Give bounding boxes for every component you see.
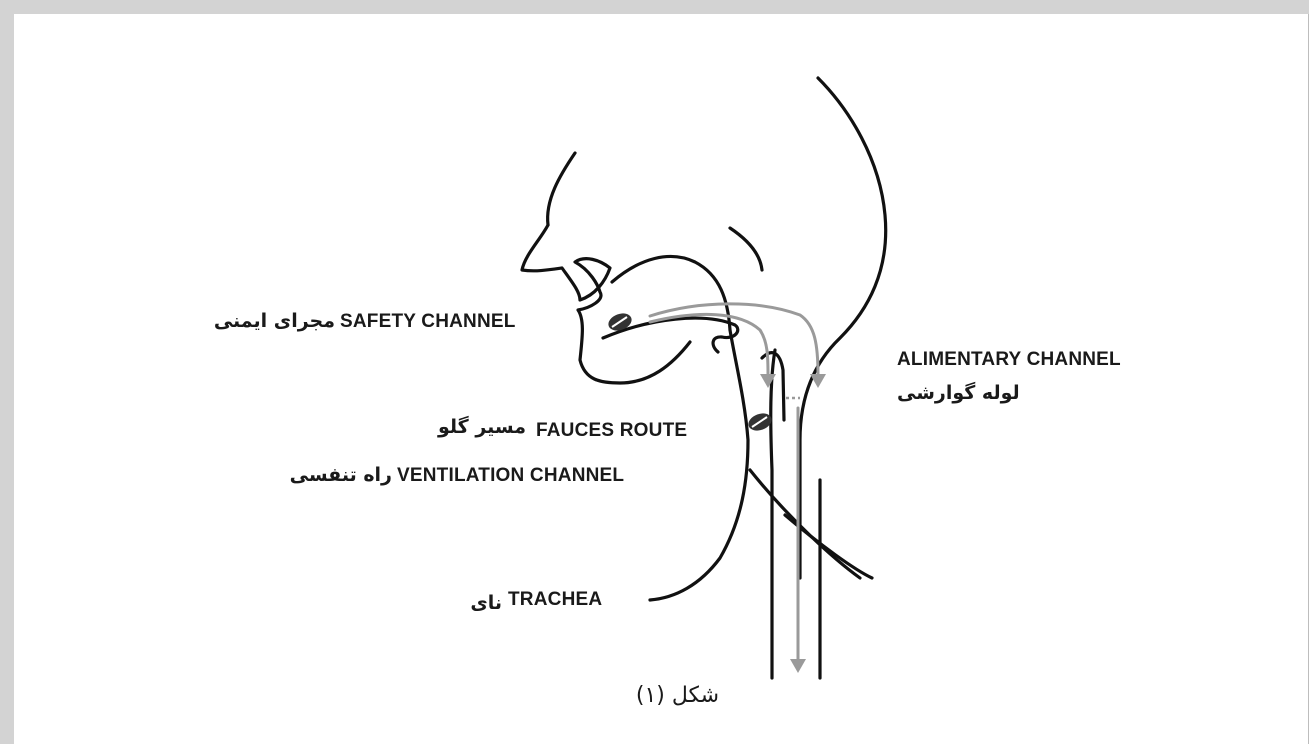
figure-caption: شکل (۱)	[610, 685, 745, 707]
fauces-route-label-fa: مسیر گلو	[350, 418, 526, 437]
pill-icon	[606, 310, 634, 333]
trachea-outline	[771, 350, 775, 678]
ventilation-channel-label: VENTILATION CHANNEL	[397, 466, 624, 485]
trachea-label: TRACHEA	[508, 590, 602, 609]
figure-caption-text: شکل (۱)	[636, 683, 719, 708]
alimentary-channel-label-fa-text: لوله گوارشی	[897, 382, 1020, 404]
trachea-label-fa: نای	[420, 594, 502, 613]
trachea-label-fa-text: نای	[470, 592, 502, 614]
trachea-label-en: TRACHEA	[508, 589, 602, 610]
safety-channel-label-fa: مجرای ایمنی	[143, 312, 335, 331]
fauces-route-label-en: FAUCES ROUTE	[536, 420, 687, 441]
fauces-route-label-fa-text: مسیر گلو	[438, 416, 526, 438]
forehead-outline	[548, 153, 575, 225]
arrow-head-alimentary	[790, 659, 806, 673]
fauces-route-label: FAUCES ROUTE	[536, 421, 687, 440]
ventilation-channel-label-en: VENTILATION CHANNEL	[397, 465, 624, 486]
ventilation-channel-label-fa-text: راه تنفسی	[290, 464, 392, 486]
safety-channel-label-fa-text: مجرای ایمنی	[214, 310, 335, 332]
alimentary-channel-label: ALIMENTARY CHANNEL	[897, 350, 1121, 369]
ventilation-channel-label-fa: راه تنفسی	[270, 466, 392, 485]
face-outline	[522, 225, 690, 383]
safety-channel-label: SAFETY CHANNEL	[340, 312, 516, 331]
head-back-outline	[800, 78, 886, 578]
throat-front-outline	[650, 330, 748, 600]
alimentary-channel-label-en: ALIMENTARY CHANNEL	[897, 349, 1121, 370]
safety-channel-path	[650, 304, 818, 375]
alimentary-channel-label-fa: لوله گوارشی	[897, 384, 1020, 403]
nasal-outline	[730, 228, 762, 270]
safety-channel-label-en: SAFETY CHANNEL	[340, 311, 516, 332]
arrow-head-fauces	[760, 374, 776, 388]
